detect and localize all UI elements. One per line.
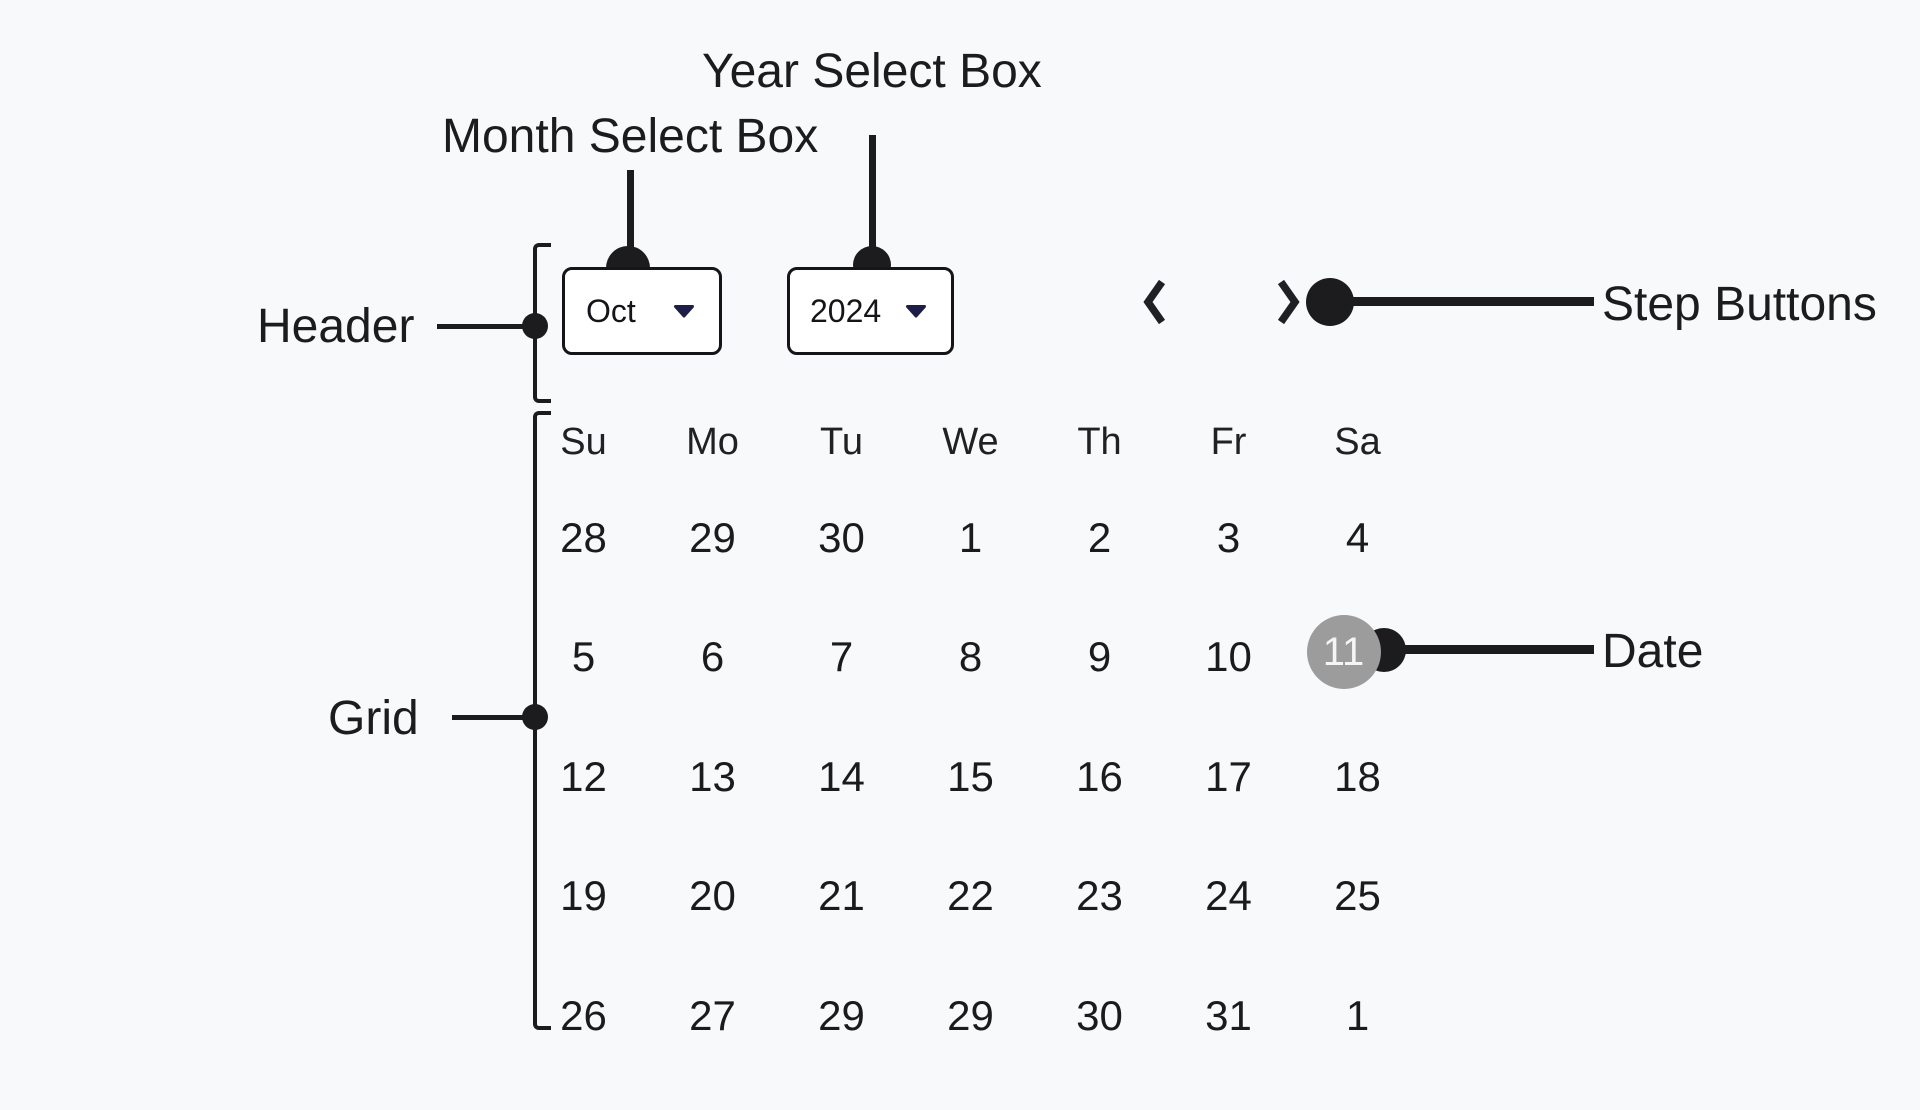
date-cell[interactable]: 8 [958, 633, 983, 680]
step-buttons-annotation-label: Step Buttons [1602, 278, 1877, 331]
chevron-right-icon [1273, 279, 1303, 331]
week-row: 19 20 21 22 23 24 25 [519, 866, 1422, 926]
caret-down-icon [673, 304, 695, 318]
date-cell[interactable]: 22 [947, 872, 994, 919]
date-cell[interactable]: 30 [818, 514, 865, 561]
date-cell[interactable]: 1 [958, 514, 983, 561]
date-cell-selected[interactable]: 11 [1293, 615, 1422, 689]
date-cell[interactable]: 29 [947, 992, 994, 1039]
weekday-header: Fr [1210, 420, 1247, 463]
date-cell[interactable]: 26 [560, 992, 607, 1039]
grid-bracket [533, 411, 551, 1030]
date-cell[interactable]: 31 [1205, 992, 1252, 1039]
chevron-left-icon [1140, 279, 1170, 331]
weekday-header: Tu [820, 420, 863, 463]
date-cell[interactable]: 16 [1076, 753, 1123, 800]
prev-month-button[interactable] [1140, 276, 1170, 328]
week-row: 5 6 7 8 9 10 11 [519, 615, 1422, 689]
header-bracket [533, 243, 551, 403]
weekday-header: Sa [1334, 420, 1381, 463]
date-cell[interactable]: 5 [571, 633, 596, 680]
date-annotation-line [1382, 645, 1594, 654]
header-annotation-line [437, 324, 535, 329]
month-select-value: Oct [586, 292, 636, 329]
date-cell[interactable]: 13 [689, 753, 736, 800]
date-cell[interactable]: 28 [560, 514, 607, 561]
date-cell[interactable]: 12 [560, 753, 607, 800]
weekday-header-row: Su Mo Tu We Th Fr Sa [519, 412, 1422, 472]
date-cell[interactable]: 14 [818, 753, 865, 800]
week-row: 12 13 14 15 16 17 18 [519, 747, 1422, 807]
month-annotation-line [627, 170, 634, 267]
date-cell[interactable]: 18 [1334, 753, 1381, 800]
grid-annotation-line [452, 715, 537, 720]
date-cell[interactable]: 4 [1345, 514, 1370, 561]
date-cell[interactable]: 19 [560, 872, 607, 919]
caret-down-icon [905, 304, 927, 318]
next-month-button[interactable] [1273, 276, 1303, 328]
date-cell[interactable]: 15 [947, 753, 994, 800]
weekday-header: Th [1077, 420, 1122, 463]
month-select-annotation-label: Month Select Box [442, 110, 819, 163]
date-annotation-label: Date [1602, 625, 1704, 678]
date-cell[interactable]: 17 [1205, 753, 1252, 800]
date-cell[interactable]: 10 [1205, 633, 1252, 680]
date-cell[interactable]: 25 [1334, 872, 1381, 919]
year-select[interactable]: 2024 [787, 267, 954, 355]
week-row: 26 27 29 29 30 31 1 [519, 986, 1422, 1046]
year-annotation-line [869, 135, 876, 272]
date-cell[interactable]: 1 [1345, 992, 1370, 1039]
date-cell[interactable]: 29 [818, 992, 865, 1039]
date-cell[interactable]: 3 [1216, 514, 1241, 561]
weekday-header: Mo [686, 420, 739, 463]
week-row: 28 29 30 1 2 3 4 [519, 508, 1422, 568]
month-select[interactable]: Oct [562, 267, 722, 355]
selected-date[interactable]: 11 [1306, 615, 1381, 689]
grid-annotation-label: Grid [328, 692, 419, 745]
date-cell[interactable]: 23 [1076, 872, 1123, 919]
date-cell[interactable]: 30 [1076, 992, 1123, 1039]
date-cell[interactable]: 21 [818, 872, 865, 919]
date-cell[interactable]: 24 [1205, 872, 1252, 919]
weekday-header: Su [560, 420, 607, 463]
date-cell[interactable]: 6 [700, 633, 725, 680]
date-cell[interactable]: 2 [1087, 514, 1112, 561]
weekday-header: We [942, 420, 999, 463]
date-cell[interactable]: 20 [689, 872, 736, 919]
date-cell[interactable]: 27 [689, 992, 736, 1039]
step-buttons-connector-dot [1306, 278, 1354, 326]
year-select-annotation-label: Year Select Box [702, 45, 1042, 98]
date-cell[interactable]: 9 [1087, 633, 1112, 680]
step-buttons-annotation-line [1330, 297, 1594, 306]
date-cell[interactable]: 7 [829, 633, 854, 680]
date-cell[interactable]: 29 [689, 514, 736, 561]
year-select-value: 2024 [810, 292, 882, 329]
header-annotation-label: Header [257, 300, 415, 353]
